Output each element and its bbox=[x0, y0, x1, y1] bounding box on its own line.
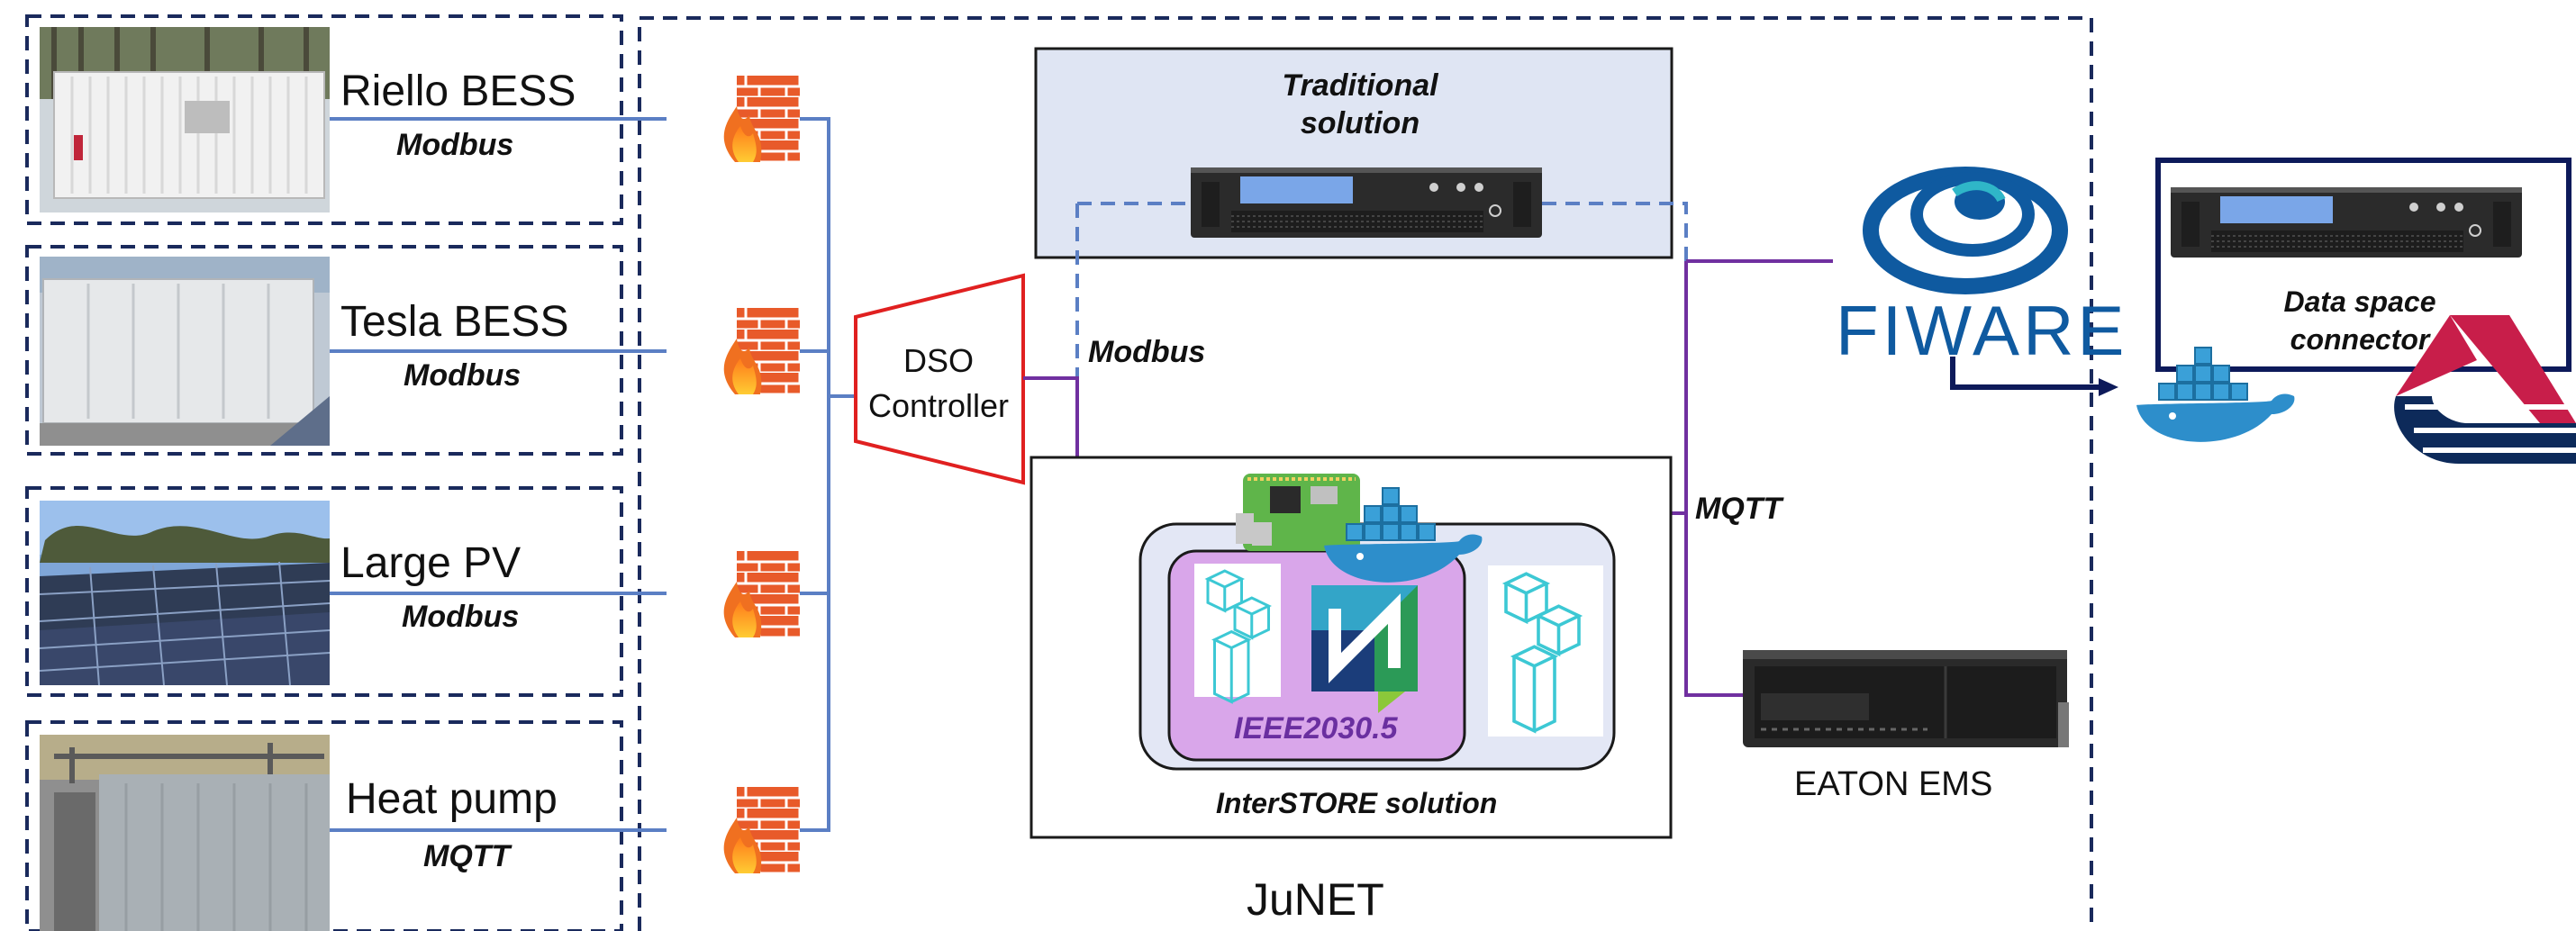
eaton-ems-icon bbox=[1743, 650, 2069, 747]
ieee2030-label: IEEE2030.5 bbox=[1234, 711, 1398, 746]
protocol-label-tesla: Modbus bbox=[404, 358, 522, 393]
traditional-line2: solution bbox=[1300, 106, 1420, 140]
nats-logo-icon bbox=[1311, 585, 1418, 713]
heatpump-dashed-box bbox=[25, 720, 623, 931]
protocol-label-riello: Modbus bbox=[396, 128, 514, 162]
riello-dashed-box bbox=[25, 14, 623, 225]
protocol-label-heatpump: MQTT bbox=[423, 839, 511, 873]
traditional-line1: Traditional bbox=[1282, 68, 1438, 103]
eaton-ems-label: EATON EMS bbox=[1794, 765, 1993, 803]
large-pv-photo bbox=[39, 501, 331, 686]
protocol-label-pv: Modbus bbox=[402, 600, 520, 634]
dso-controller-shape bbox=[854, 273, 1025, 485]
dataspace-server-icon bbox=[2170, 186, 2523, 258]
traditional-solution-title: Traditional solution bbox=[1162, 67, 1558, 142]
device-label-riello: Riello BESS bbox=[340, 68, 576, 115]
firewall-bus-line bbox=[793, 117, 830, 832]
firewall-icon-1 bbox=[723, 76, 800, 162]
firewall-icon-3 bbox=[723, 551, 800, 637]
interstore-title: InterSTORE solution bbox=[1216, 787, 1498, 819]
pv-dashed-box bbox=[25, 486, 623, 697]
mqtt-link-label: MQTT bbox=[1695, 492, 1782, 526]
fiware-wordmark: FIWARE bbox=[1836, 291, 2128, 370]
riello-bess-photo bbox=[40, 27, 330, 212]
device-label-heatpump: Heat pump bbox=[346, 775, 558, 823]
dso-controller-label: DSO Controller bbox=[865, 339, 1012, 429]
firewall-icon-2 bbox=[723, 308, 800, 394]
firewall-icon-4 bbox=[723, 787, 800, 873]
raspberry-pi-icon bbox=[1236, 474, 1360, 551]
device-label-pv: Large PV bbox=[340, 539, 522, 587]
junet-label: JuNET bbox=[1247, 874, 1384, 925]
heat-pump-photo bbox=[40, 735, 330, 931]
dso-line2: Controller bbox=[867, 387, 1010, 424]
tesla-bess-photo bbox=[40, 257, 330, 446]
modbus-link-label: Modbus bbox=[1088, 335, 1206, 369]
fiware-logo-icon bbox=[1863, 167, 2068, 294]
device-label-tesla: Tesla BESS bbox=[340, 298, 569, 346]
dataspace-connector-title: Data space connector bbox=[2225, 283, 2495, 358]
dataspace-line2: connector bbox=[2290, 323, 2430, 356]
junet-dashed-boundary bbox=[638, 16, 2093, 931]
traditional-server-icon bbox=[1190, 167, 1543, 239]
dataspace-logo-icon bbox=[2394, 315, 2576, 464]
dso-line1: DSO bbox=[903, 342, 974, 379]
dataspace-line1: Data space bbox=[2283, 285, 2436, 318]
tesla-dashed-box bbox=[25, 245, 623, 456]
junet-to-eaton-line bbox=[1684, 261, 1743, 697]
